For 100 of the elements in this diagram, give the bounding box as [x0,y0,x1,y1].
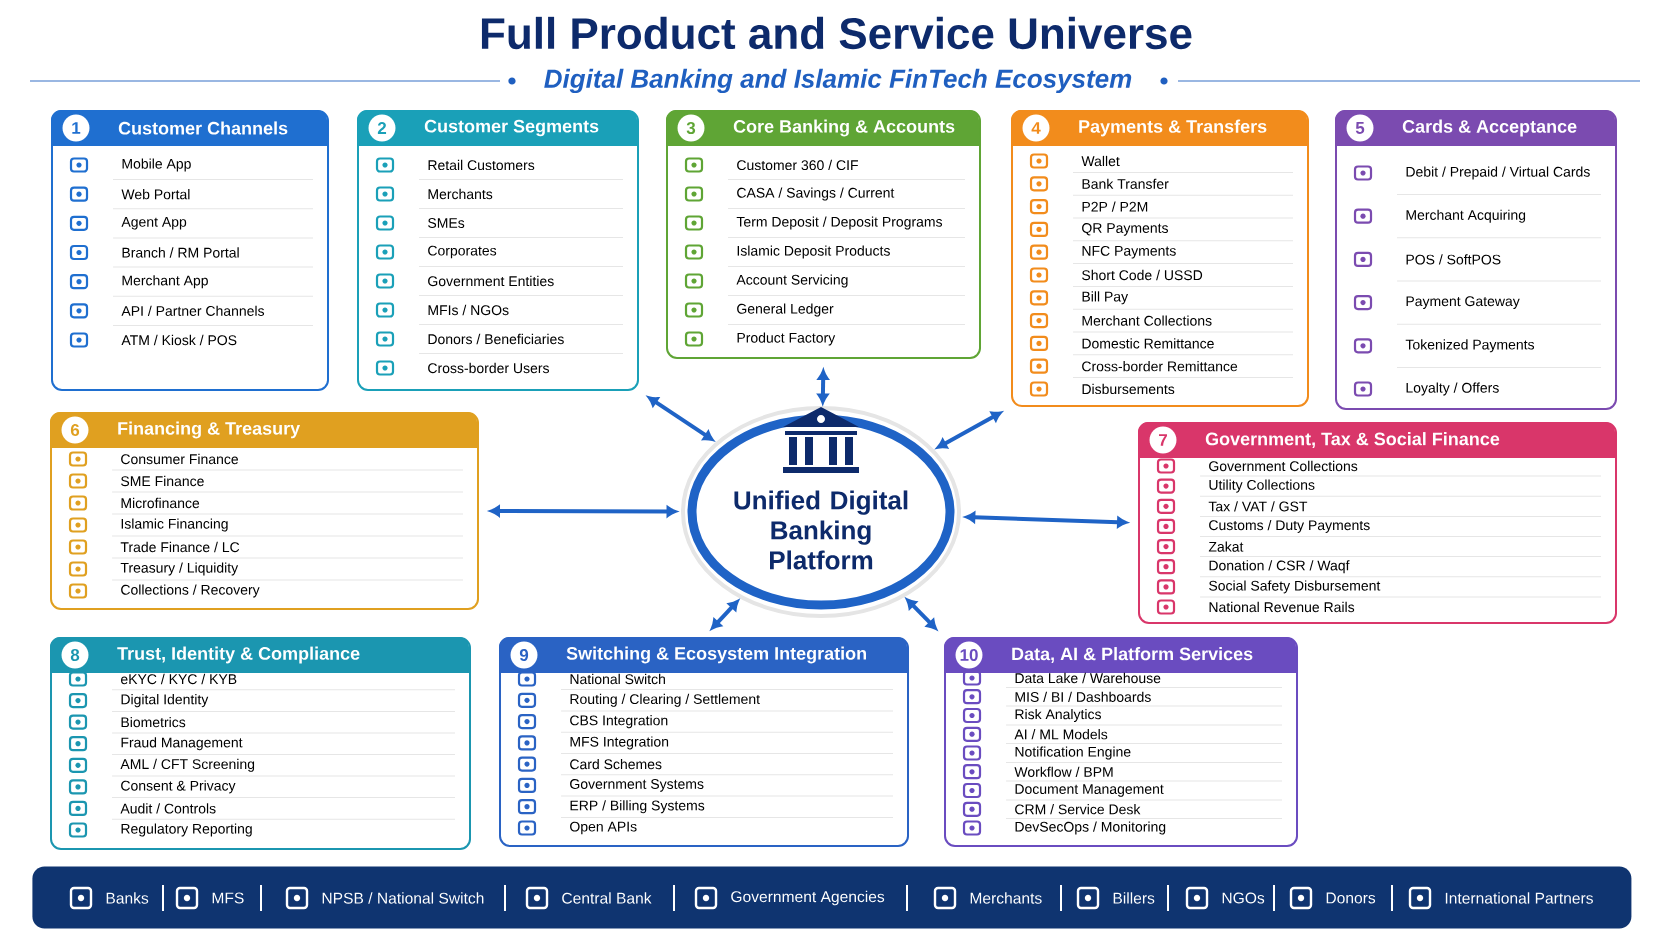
list-item: Agent App [121,217,187,230]
number-badge: 8 [61,641,89,669]
list-item: Short Code / USSD [1082,269,1203,281]
list-item: Donors / Beneficiaries [428,333,564,345]
list-item: National Switch [570,673,665,685]
list-item: Routing / Clearing / Settlement [570,693,760,707]
list-item: Cross-border Users [428,362,549,374]
list-item: Notification Engine [1015,746,1131,760]
list-item: Fraud Management [121,737,243,751]
list-item: Customer 360 / CIF [737,159,858,171]
list-item: Consumer Finance [121,453,238,465]
list-item: Microfinance [121,497,200,509]
arrow [710,599,739,630]
list-item: Data Lake / Warehouse [1015,672,1161,684]
category-card [51,110,329,391]
list-item: Bill Pay [1082,291,1129,305]
list-item: QR Payments [1082,223,1168,236]
list-item: API / Partner Channels [121,305,265,316]
list-item: Corporates [428,245,497,259]
arrow [489,505,677,518]
list-item: Term Deposit / Deposit Programs [736,216,943,230]
list-item: Open APIs [570,821,637,835]
list-item: Islamic Financing [121,518,228,532]
arrow [905,598,937,630]
partner-band [32,866,1632,929]
list-item: National Revenue Rails [1209,601,1355,613]
number-badge: 2 [368,114,396,142]
category-card [50,637,471,850]
list-item: CBS Integration [570,715,668,729]
partner-label: NPSB / National Switch [322,892,484,904]
list-item: Merchant App [122,275,208,289]
list-item: Disbursements [1082,383,1175,395]
list-item: Debit / Prepaid / Virtual Cards [1406,166,1590,180]
list-item: Branch / RM Portal [122,247,239,258]
list-item: Merchants [428,188,493,200]
category-card [1011,110,1309,407]
number-badge: 6 [61,416,89,444]
list-item: AI / ML Models [1014,729,1108,740]
list-item: Consent & Privacy [121,780,236,794]
number-badge: 3 [677,114,705,142]
category-card [499,637,909,847]
subtitle: Digital Banking and Islamic FinTech Ecosystem [544,68,1132,94]
list-item: Domestic Remittance [1082,338,1214,349]
list-item: Digital Identity [121,694,209,708]
list-item: ERP / Billing Systems [570,800,705,814]
category-card [357,110,639,391]
list-item: Audit / Controls [120,803,216,814]
list-item: P2P / P2M [1082,201,1148,212]
arrow [817,369,829,404]
category-card [1335,110,1617,410]
list-item: Cross-border Remittance [1082,361,1238,372]
list-item: POS / SoftPOS [1406,254,1501,265]
list-item: eKYC / KYC / KYB [121,673,237,685]
partner-label: Central Bank [562,892,652,904]
list-item: Mobile App [122,158,191,172]
partner-label: Merchants [970,892,1042,904]
list-item: Merchant Acquiring [1406,209,1526,223]
partner-label: Billers [1113,892,1155,904]
list-item: Utility Collections [1209,479,1315,493]
arrow [964,511,1128,528]
arrow [647,396,714,442]
category-card [666,110,981,359]
number-badge: 7 [1149,426,1177,454]
list-item: SMEs [428,218,465,228]
list-item: Tokenized Payments [1405,339,1535,353]
list-item: MFIs / NGOs [428,304,509,316]
list-item: Donation / CSR / Waqf [1209,560,1350,574]
number-badge: 4 [1022,114,1050,142]
list-item: Web Portal [121,189,190,200]
partner-label: Donors [1326,892,1376,904]
list-item: Treasury / Liquidity [120,562,239,576]
number-badge: 10 [955,641,983,669]
list-item: Trade Finance / LC [120,541,240,553]
list-item: Social Safety Disbursement [1209,580,1381,594]
list-item: Customs / Duty Payments [1209,519,1370,533]
list-item: Tax / VAT / GST [1208,501,1308,512]
list-item: Document Management [1015,784,1164,797]
list-item: Workflow / BPM [1014,766,1113,777]
list-item: Retail Customers [428,159,535,171]
list-item: Collections / Recovery [121,584,260,598]
category-card [1138,422,1617,624]
list-item: Biometrics [121,716,186,728]
partner-label: Government Agencies [731,890,885,906]
list-item: NFC Payments [1082,245,1176,259]
list-item: MIS / BI / Dashboards [1015,691,1151,702]
list-item: MFS Integration [570,736,669,750]
category-card [50,412,479,610]
list-item: Account Servicing [736,274,848,288]
list-item: ATM / Kiosk / POS [121,334,237,346]
list-item: Bank Transfer [1082,178,1169,189]
partner-label: MFS [212,892,244,904]
list-item: Government Systems [570,779,704,792]
list-item: Wallet [1081,155,1120,167]
list-item: Loyalty / Offers [1406,382,1499,396]
list-item: Card Schemes [570,758,662,770]
number-badge: 5 [1346,114,1374,142]
arrow [936,411,1002,449]
list-item: Regulatory Reporting [121,823,252,837]
partner-label: International Partners [1445,892,1593,904]
category-card [944,637,1298,847]
